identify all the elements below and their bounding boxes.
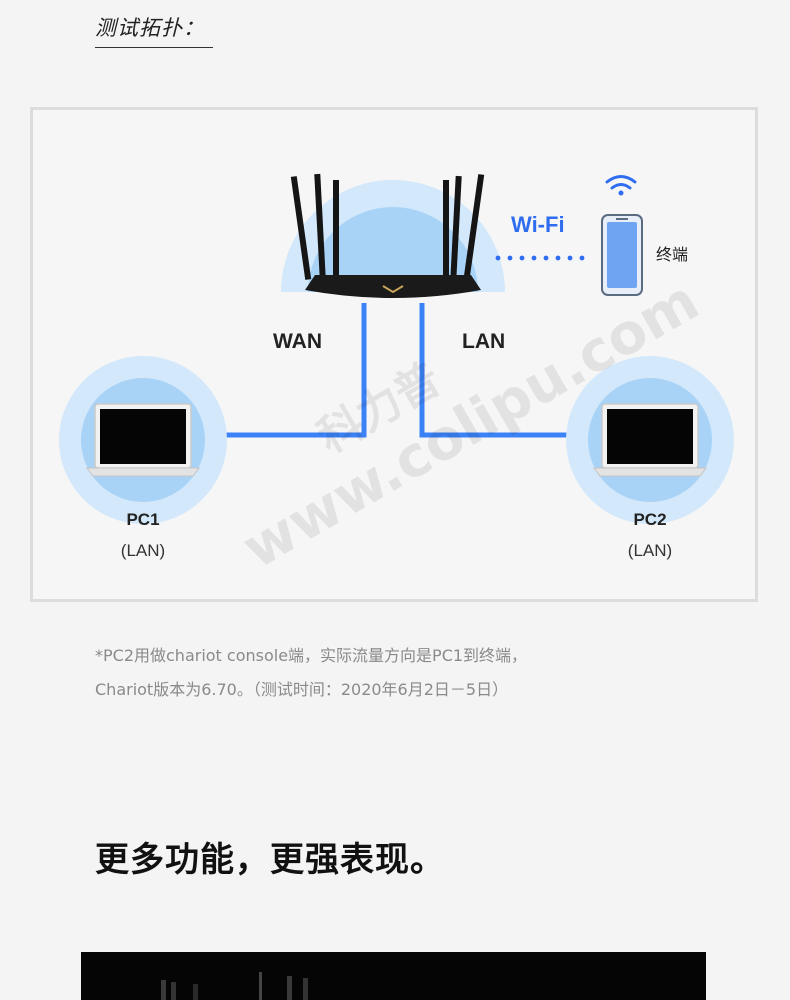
test-note-line-1: *PC2用做chariot console端，实际流量方向是PC1到终端， — [95, 646, 528, 665]
router-signal-halo-inner — [308, 207, 478, 292]
router-icon — [290, 173, 485, 298]
wifi-dotted-link — [495, 255, 585, 261]
wan-link-line — [191, 303, 367, 438]
topology-diagram: Wi-Fi 终端 WAN LAN PC1 (LAN) — [59, 173, 734, 560]
wan-label: WAN — [273, 330, 322, 353]
product-image-strip — [81, 952, 706, 1000]
pc1-laptop-icon — [86, 403, 200, 477]
terminal-label: 终端 — [656, 245, 688, 264]
router-antennas-image — [161, 972, 308, 1000]
phone-icon — [601, 214, 643, 296]
lan-label: LAN — [462, 330, 505, 353]
heading-underline — [95, 47, 213, 48]
wifi-label: Wi-Fi — [511, 212, 565, 237]
pc2-name: PC2 — [633, 510, 666, 529]
lan-link-line — [419, 303, 603, 438]
pc1-type: (LAN) — [121, 541, 165, 560]
wifi-signal-icon — [605, 175, 637, 196]
topology-diagram-frame: Wi-Fi 终端 WAN LAN PC1 (LAN) — [30, 107, 758, 602]
section-heading: 测试拓扑： — [95, 16, 205, 40]
pc2-laptop-icon — [593, 403, 707, 477]
test-note-line-2: Chariot版本为6.70。（测试时间：2020年6月2日－5日） — [95, 680, 509, 699]
slogan-heading: 更多功能，更强表现。 — [95, 840, 445, 880]
pc2-type: (LAN) — [628, 541, 672, 560]
pc1-name: PC1 — [126, 510, 159, 529]
